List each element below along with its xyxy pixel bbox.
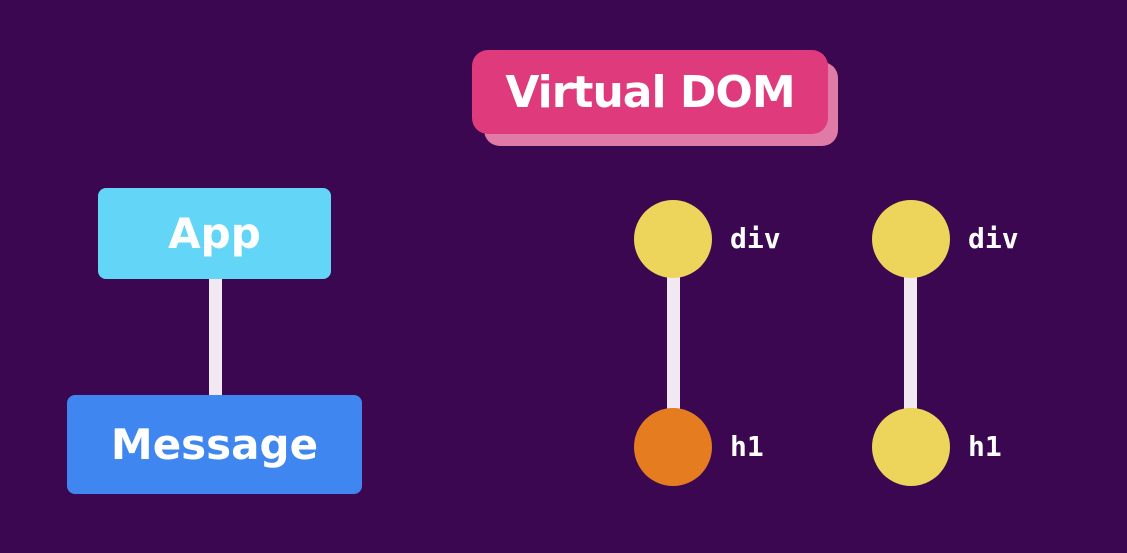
vdom-tree-2-h1-label: h1 xyxy=(968,430,1002,463)
vdom-tree-2-h1-node xyxy=(872,408,950,486)
vdom-tree-1-div-node xyxy=(634,200,712,278)
app-message-connector xyxy=(209,279,222,395)
vdom-tree-1-h1-label: h1 xyxy=(730,430,764,463)
vdom-tree-2-div-label: div xyxy=(968,222,1019,255)
vdom-tree-2-edge xyxy=(904,270,917,418)
vdom-tree-1-edge xyxy=(667,270,680,418)
app-component-box: App xyxy=(98,188,331,279)
vdom-tree-2-div-node xyxy=(872,200,950,278)
page-title: Virtual DOM xyxy=(472,50,828,134)
message-component-box: Message xyxy=(67,395,362,494)
vdom-tree-1-h1-node-changed xyxy=(634,408,712,486)
vdom-tree-1-div-label: div xyxy=(730,222,781,255)
